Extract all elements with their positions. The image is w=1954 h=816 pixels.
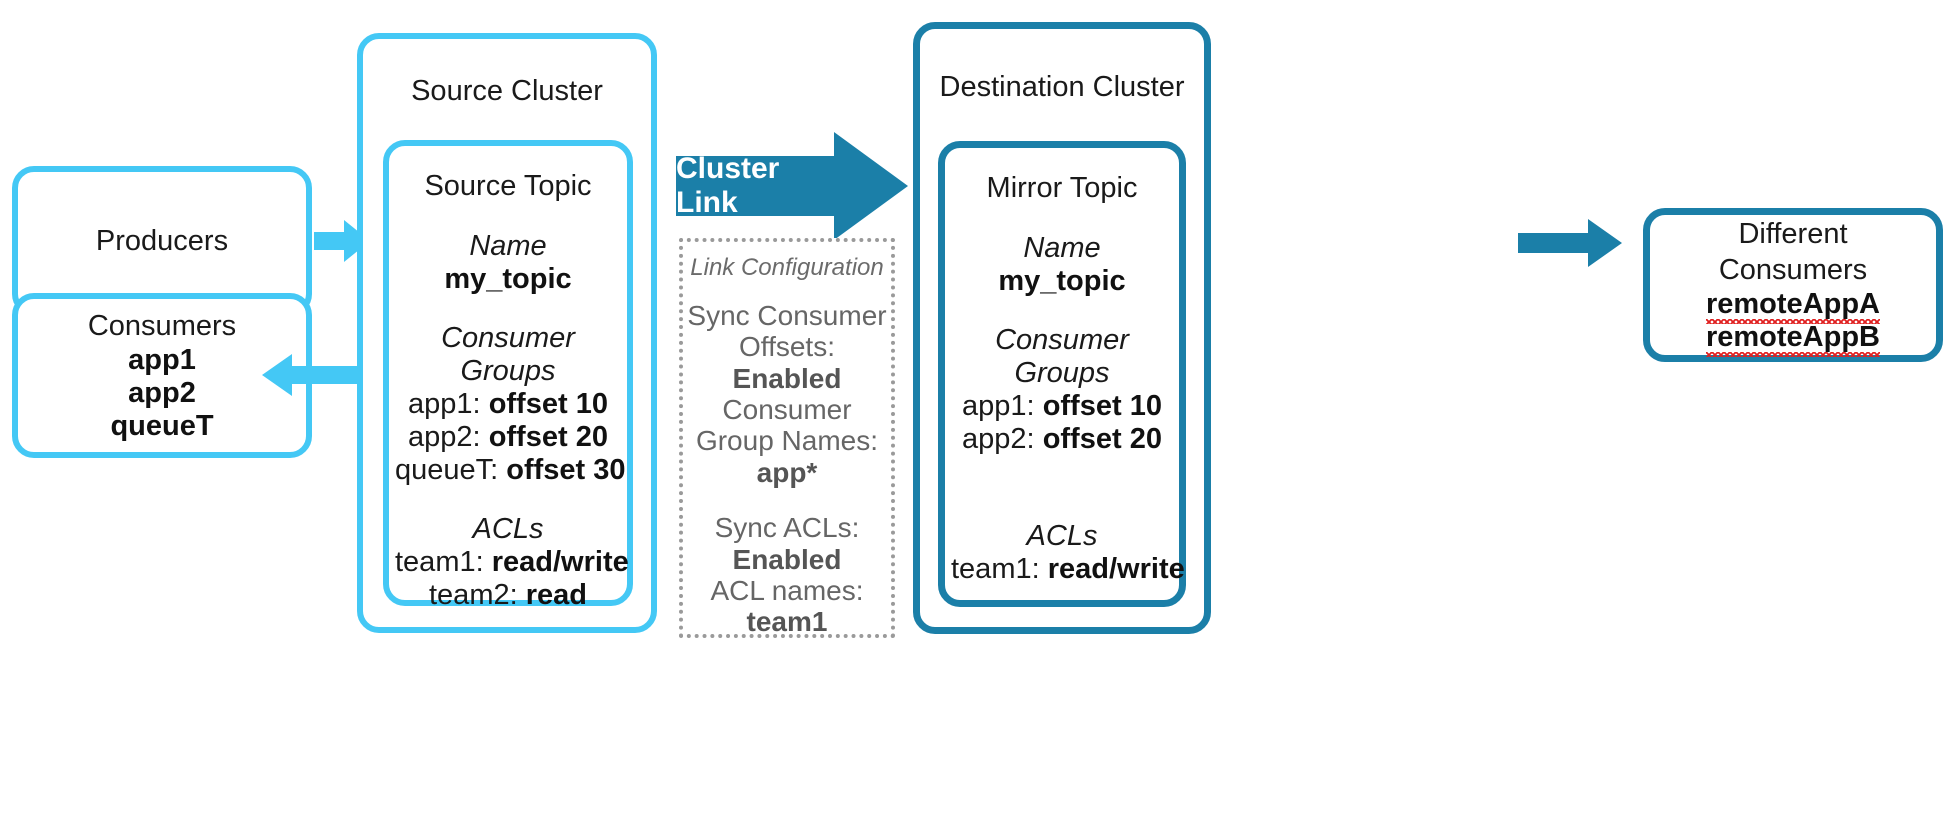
source-acl-name-1: team1: <box>395 546 484 579</box>
source-topic-name-value: my_topic <box>444 263 572 296</box>
source-topic-box: Source Topic Name my_topic Consumer Grou… <box>383 140 633 611</box>
spellcheck-underline-text: remoteAppB <box>1705 321 1881 358</box>
mirror-acl-value-1: read/write <box>1047 553 1185 586</box>
source-acl-row: team1: read/write <box>395 546 629 579</box>
arrow-destination-to-consumers <box>1518 215 1622 271</box>
producers-label: Producers <box>95 224 229 257</box>
mirror-group-name-2: app2: <box>962 423 1035 456</box>
source-topic-label: Source Topic <box>424 170 592 202</box>
mirror-topic-name-value: my_topic <box>998 265 1126 298</box>
mirror-acl-name-1: team1: <box>951 553 1040 586</box>
link-config-entry-value-3: Enabled <box>732 543 842 575</box>
source-group-row: app1: offset 10 <box>395 388 621 421</box>
link-config-entry-value-4: team1 <box>746 606 828 638</box>
source-acl-row: team2: read <box>395 579 621 612</box>
mirror-group-value-2: offset 20 <box>1042 423 1162 456</box>
source-group-name-2: app2: <box>408 421 481 454</box>
link-config-entry-value-2: app* <box>756 456 818 488</box>
mirror-topic-name-heading: Name <box>1023 232 1101 265</box>
different-consumer-app-1: remoteAppA <box>1705 288 1881 325</box>
mirror-acls-heading: ACLs <box>1026 520 1098 553</box>
mirror-group-row: app1: offset 10 <box>951 390 1173 423</box>
link-config-entry-value-1: Enabled <box>732 362 842 394</box>
different-consumers-box: Different Consumers remoteAppA remoteApp… <box>1643 208 1943 362</box>
source-acl-value-1: read/write <box>491 546 629 579</box>
link-configuration-title: Link Configuration <box>690 254 884 281</box>
source-group-name-3: queueT: <box>395 454 499 487</box>
block-arrow-right-icon <box>676 132 908 240</box>
destination-cluster-label: Destination Cluster <box>939 71 1185 103</box>
mirror-topic-box: Mirror Topic Name my_topic Consumer Grou… <box>938 141 1186 607</box>
link-config-entry-label-3: Sync ACLs: <box>714 512 860 544</box>
source-group-name-1: app1: <box>408 388 481 421</box>
source-acl-name-2: team2: <box>429 579 518 612</box>
link-config-entry-label-4: ACL names: <box>710 574 864 606</box>
source-acls-heading: ACLs <box>472 513 544 546</box>
different-consumer-app-2: remoteAppB <box>1705 321 1881 358</box>
mirror-acl-row: team1: read/write <box>951 553 1185 586</box>
mirror-group-value-1: offset 10 <box>1042 390 1162 423</box>
producers-box: Producers <box>12 166 312 316</box>
source-groups-heading: Consumer Groups <box>441 322 575 388</box>
source-group-value-3: offset 30 <box>506 454 626 487</box>
source-topic-name-heading: Name <box>469 230 547 263</box>
cluster-link-label-wrap: Cluster Link <box>676 132 842 240</box>
consumer-app-2: app2 <box>128 377 196 410</box>
link-config-entry-label-2: Consumer Group Names: <box>695 394 879 457</box>
consumers-label: Consumers <box>87 309 237 342</box>
consumer-app-1: app1 <box>128 344 196 377</box>
arrow-left-icon <box>262 354 362 396</box>
different-consumers-line1: Different <box>1738 217 1848 250</box>
link-config-entry-label-1: Sync Consumer Offsets: <box>687 300 887 363</box>
different-consumers-line2: Consumers <box>1718 254 1868 286</box>
mirror-group-name-1: app1: <box>962 390 1035 423</box>
source-group-row: queueT: offset 30 <box>395 454 626 487</box>
consumer-app-3: queueT <box>110 410 214 443</box>
arrow-right-icon <box>314 220 370 262</box>
cluster-link-label: Cluster Link <box>676 152 780 219</box>
mirror-group-row: app2: offset 20 <box>951 423 1173 456</box>
arrow-right-icon <box>1518 219 1622 267</box>
link-configuration-box: Link Configuration Sync Consumer Offsets… <box>679 238 895 638</box>
consumers-box: Consumers app1 app2 queueT <box>12 293 312 458</box>
mirror-groups-heading: Consumer Groups <box>995 324 1129 390</box>
source-acl-value-2: read <box>525 579 587 612</box>
spellcheck-underline-text: remoteAppA <box>1705 288 1881 325</box>
mirror-topic-label: Mirror Topic <box>986 172 1138 204</box>
source-group-value-2: offset 20 <box>488 421 608 454</box>
source-group-value-1: offset 10 <box>488 388 608 421</box>
cluster-link-arrow: Cluster Link <box>676 132 908 240</box>
arrow-producers-to-source <box>314 213 370 269</box>
arrow-source-to-consumers <box>262 347 362 403</box>
source-cluster-label: Source Cluster <box>411 75 603 107</box>
source-group-row: app2: offset 20 <box>395 421 621 454</box>
